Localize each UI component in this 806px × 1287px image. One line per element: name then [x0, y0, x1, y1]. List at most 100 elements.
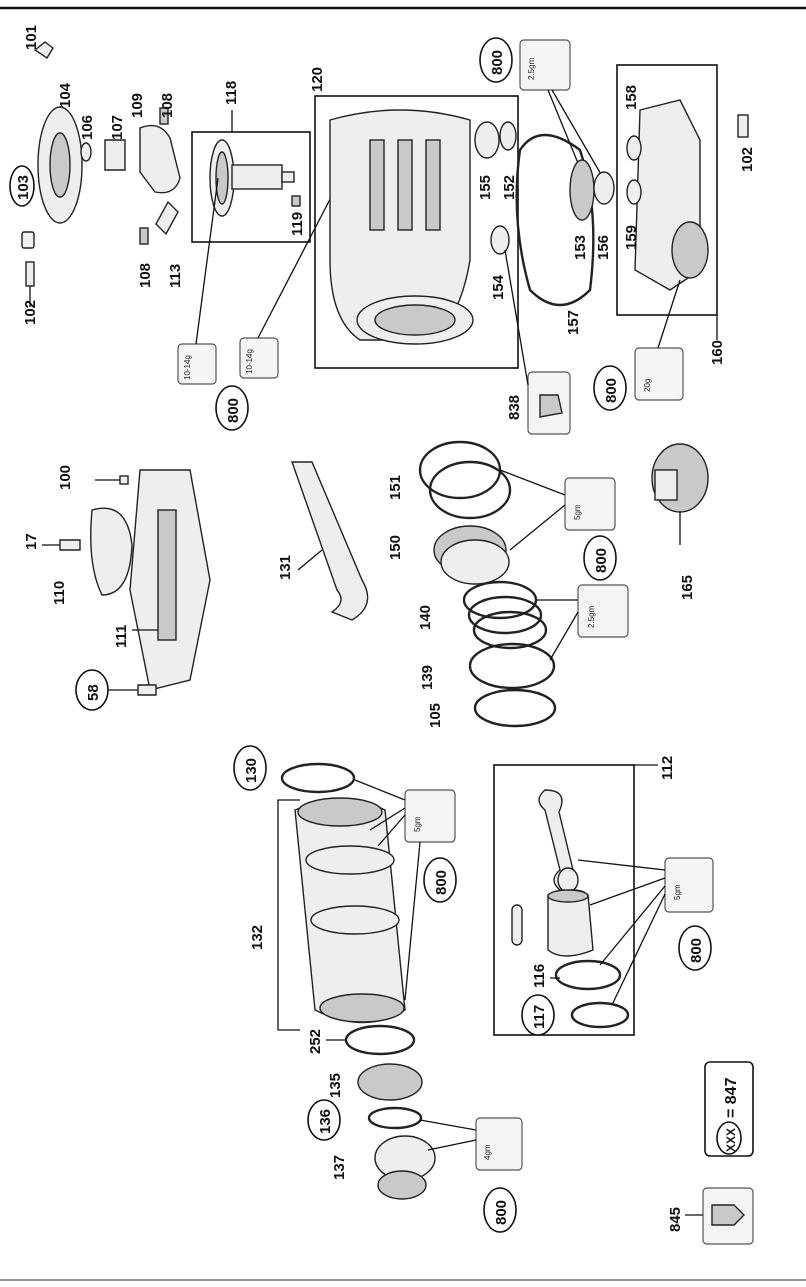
box-160	[616, 64, 718, 316]
label-800-e: 800	[433, 870, 450, 895]
svg-text:5gm: 5gm	[573, 504, 582, 520]
legend-symbol: XXX	[724, 1128, 738, 1152]
grease-2-5gm-a	[519, 39, 571, 91]
label-139: 139	[419, 665, 436, 690]
label-101: 101	[23, 25, 40, 50]
label-137: 137	[331, 1155, 348, 1180]
callout-800-d	[583, 535, 617, 581]
label-104: 104	[57, 82, 74, 108]
callout-800-b	[479, 37, 513, 83]
callout-130	[233, 745, 267, 791]
label-108-bottom: 108	[137, 263, 154, 288]
piece-135	[357, 1063, 423, 1101]
label-154: 154	[490, 274, 507, 300]
callout-800-f	[678, 925, 712, 971]
grease-10-14g-b: 10-14g	[239, 179, 341, 379]
grease-5gm-c	[664, 857, 714, 913]
label-140: 140	[417, 605, 434, 630]
label-152: 152	[501, 175, 518, 200]
label-800-c: 800	[603, 378, 620, 403]
gear-case-160	[626, 99, 709, 291]
label-117: 117	[531, 1005, 548, 1029]
label-159: 159	[623, 225, 640, 250]
bearing-155	[474, 121, 500, 159]
label-113: 113	[167, 264, 184, 288]
ring-130-part	[280, 762, 356, 794]
callout-136	[307, 1099, 341, 1141]
oring-117	[570, 1001, 630, 1029]
connecting-rod-112	[538, 789, 579, 893]
label-155: 155	[477, 175, 494, 200]
cover-131	[291, 461, 369, 621]
gear-118	[209, 139, 301, 217]
label-108-top: 108	[159, 93, 176, 118]
label-100: 100	[57, 465, 74, 490]
label-116: 116	[531, 964, 548, 988]
pin-112	[511, 904, 523, 946]
oring-105	[473, 688, 557, 728]
callout-117	[521, 994, 555, 1036]
label-118: 118	[223, 81, 240, 105]
legend-value: = 847	[723, 1077, 740, 1118]
label-106: 106	[79, 115, 96, 140]
label-17: 17	[23, 533, 40, 550]
svg-text:5gm: 5gm	[413, 816, 422, 832]
grease-20g	[634, 347, 684, 401]
callout-800-e	[423, 857, 457, 903]
label-153: 153	[572, 235, 589, 260]
bearing-156	[593, 171, 615, 205]
svg-text:20g: 20g	[643, 379, 652, 392]
label-150: 150	[387, 535, 404, 560]
bearing-151	[418, 440, 512, 520]
label-158: 158	[623, 85, 640, 110]
label-102-right: 102	[739, 147, 756, 172]
label-130: 130	[243, 758, 260, 783]
label-157: 157	[565, 310, 582, 335]
ring-116	[554, 959, 622, 991]
cylinder-132	[294, 797, 406, 1024]
svg-text:5gm: 5gm	[673, 884, 682, 900]
gear-165	[651, 443, 709, 513]
switch-cover-110	[90, 507, 133, 596]
svg-text:10-14g: 10-14g	[245, 349, 254, 374]
label-252: 252	[307, 1029, 324, 1054]
label-135: 135	[327, 1073, 344, 1098]
ring-252	[344, 1024, 416, 1056]
grease-2-5gm-b	[577, 584, 629, 638]
pin-102	[737, 114, 749, 138]
label-136: 136	[317, 1109, 334, 1134]
label-107: 107	[109, 115, 126, 140]
callout-800-g	[483, 1187, 517, 1233]
callout-800-c	[593, 365, 627, 411]
callout-800-a	[215, 385, 249, 431]
grease-10-14g-a: 10-14g	[177, 177, 219, 385]
label-151: 151	[387, 475, 404, 500]
svg-text:2.5gm: 2.5gm	[587, 605, 596, 628]
label-111: 111	[113, 625, 130, 648]
bracket-132	[277, 799, 300, 1031]
label-165: 165	[679, 575, 696, 600]
label-120: 120	[309, 67, 326, 92]
label-105: 105	[427, 703, 444, 728]
label-800-a: 800	[225, 398, 242, 423]
label-132: 132	[249, 925, 266, 950]
spring-140	[462, 580, 548, 650]
label-131: 131	[277, 555, 294, 580]
label-58: 58	[85, 684, 102, 701]
box-118	[191, 131, 311, 243]
label-103: 103	[15, 175, 32, 200]
label-160: 160	[709, 340, 726, 365]
label-800-f: 800	[688, 938, 705, 963]
box-112	[493, 764, 635, 1036]
gasket-157	[515, 133, 595, 307]
ring-136-part	[367, 1106, 423, 1130]
piece-137	[374, 1135, 436, 1200]
gear-cover-assembly	[21, 41, 181, 307]
callout-103	[9, 165, 35, 207]
label-119: 119	[289, 212, 306, 236]
grease-5gm-a	[564, 477, 616, 531]
motor-housing-120	[329, 109, 474, 345]
label-110: 110	[51, 581, 68, 605]
grease-5gm-b	[404, 789, 456, 843]
